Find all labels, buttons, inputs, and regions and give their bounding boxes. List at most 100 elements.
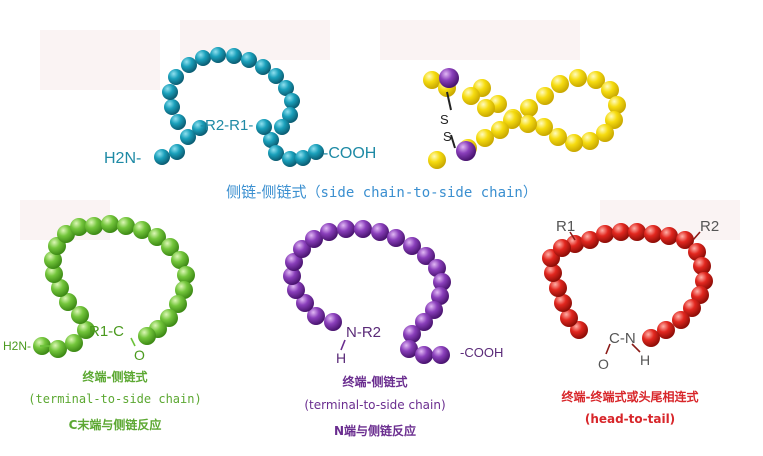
red-title: 终端-终端式或头尾相连式 [561,390,699,404]
amino-acid-bead [428,151,446,169]
amino-acid-bead [683,299,701,317]
amino-acid-bead [431,287,449,305]
amino-acid-bead [423,71,441,89]
amino-acid-bead [71,306,89,324]
amino-acid-bead [371,223,389,241]
amino-acid-bead [59,293,77,311]
green-subtitle: (terminal-to-side chain) [28,392,202,406]
amino-acid-bead [162,84,178,100]
amino-acid-bead [161,238,179,256]
amino-acid-bead [49,340,67,358]
amino-acid-bead [274,119,290,135]
amino-acid-bead [77,321,95,339]
top-caption-en: （side chain-to-side chain） [306,185,537,201]
amino-acid-bead [268,145,284,161]
amino-acid-bead [581,231,599,249]
amino-acid-bead [154,149,170,165]
amino-acid-bead [164,99,180,115]
green-title: 终端-侧链式 [82,370,148,384]
amino-acid-bead [148,228,166,246]
amino-acid-bead [642,329,660,347]
amino-acid-bead [439,68,459,88]
amino-acid-bead [320,223,338,241]
purple-note: N端与侧链反应 [333,424,417,438]
red-o-label: O [598,356,609,372]
amino-acid-bead [553,239,571,257]
amino-acid-bead [581,132,599,150]
amino-acid-bead [415,346,433,364]
amino-acid-bead [417,247,435,265]
amino-acid-bead [605,111,623,129]
amino-acid-bead [433,273,451,291]
red-h-label: H [640,352,650,368]
amino-acid-bead [695,272,713,290]
sulfur-label: S [440,112,449,127]
amino-acid-bead [169,295,187,313]
amino-acid-bead [285,253,303,271]
amino-acid-bead [307,307,325,325]
amino-acid-bead [587,71,605,89]
amino-acid-bead [403,325,421,343]
amino-acid-bead [169,144,185,160]
red-r2-label: R2 [700,218,719,235]
amino-acid-bead [693,257,711,275]
amino-acid-bead [601,81,619,99]
amino-acid-bead [535,118,553,136]
amino-acid-bead [117,217,135,235]
amino-acid-bead [256,119,272,135]
amino-acid-bead [85,217,103,235]
amino-acid-bead [549,128,567,146]
purple-h-label: H [336,350,346,366]
amino-acid-bead [387,229,405,247]
amino-acid-bead [560,309,578,327]
amino-acid-bead [175,281,193,299]
amino-acid-bead [293,240,311,258]
disulfide-bond [446,91,456,149]
amino-acid-bead [672,311,690,329]
amino-acid-bead [44,251,62,269]
amino-acid-bead [644,225,662,243]
amino-acid-bead [278,80,294,96]
amino-acid-bead [596,225,614,243]
amino-acid-bead [660,227,678,245]
amino-acid-bead [255,59,271,75]
amino-acid-bead [657,321,675,339]
amino-acid-bead [691,286,709,304]
amino-acid-bead [308,144,324,160]
amino-acid-bead [181,57,197,73]
amino-acid-bead [544,264,562,282]
watermark-block [40,30,160,90]
amino-acid-bead [676,231,694,249]
amino-acid-bead [425,301,443,319]
amino-acid-bead [549,279,567,297]
watermark-block [380,20,580,60]
amino-acid-bead [177,266,195,284]
amino-acid-bead [282,151,298,167]
amino-acid-bead [168,69,184,85]
amino-acid-bead [268,68,284,84]
amino-acid-bead [551,75,569,93]
amino-acid-bead [403,237,421,255]
amino-acid-bead [241,52,257,68]
amino-acid-bead [462,87,480,105]
amino-acid-bead [195,50,211,66]
sulfur-label: S [443,129,452,144]
amino-acid-bead [65,334,83,352]
amino-acid-bead [400,340,418,358]
amino-acid-bead [519,115,537,133]
amino-acid-bead [45,265,63,283]
red-subtitle: (head-to-tail) [584,412,676,426]
amino-acid-bead [608,96,626,114]
amino-acid-bead [284,93,300,109]
purple-subtitle: (terminal-to-side chain) [304,398,446,412]
purple-nr2-label: N-R2 [346,324,381,341]
amino-acid-bead [295,150,311,166]
amino-acid-bead [354,220,372,238]
amino-acid-bead [569,69,587,87]
amino-acid-bead [226,48,242,64]
amino-acid-bead [282,107,298,123]
yellow-peptide-chain [423,68,626,169]
amino-acid-bead [415,313,433,331]
amino-acid-bead [503,111,521,129]
